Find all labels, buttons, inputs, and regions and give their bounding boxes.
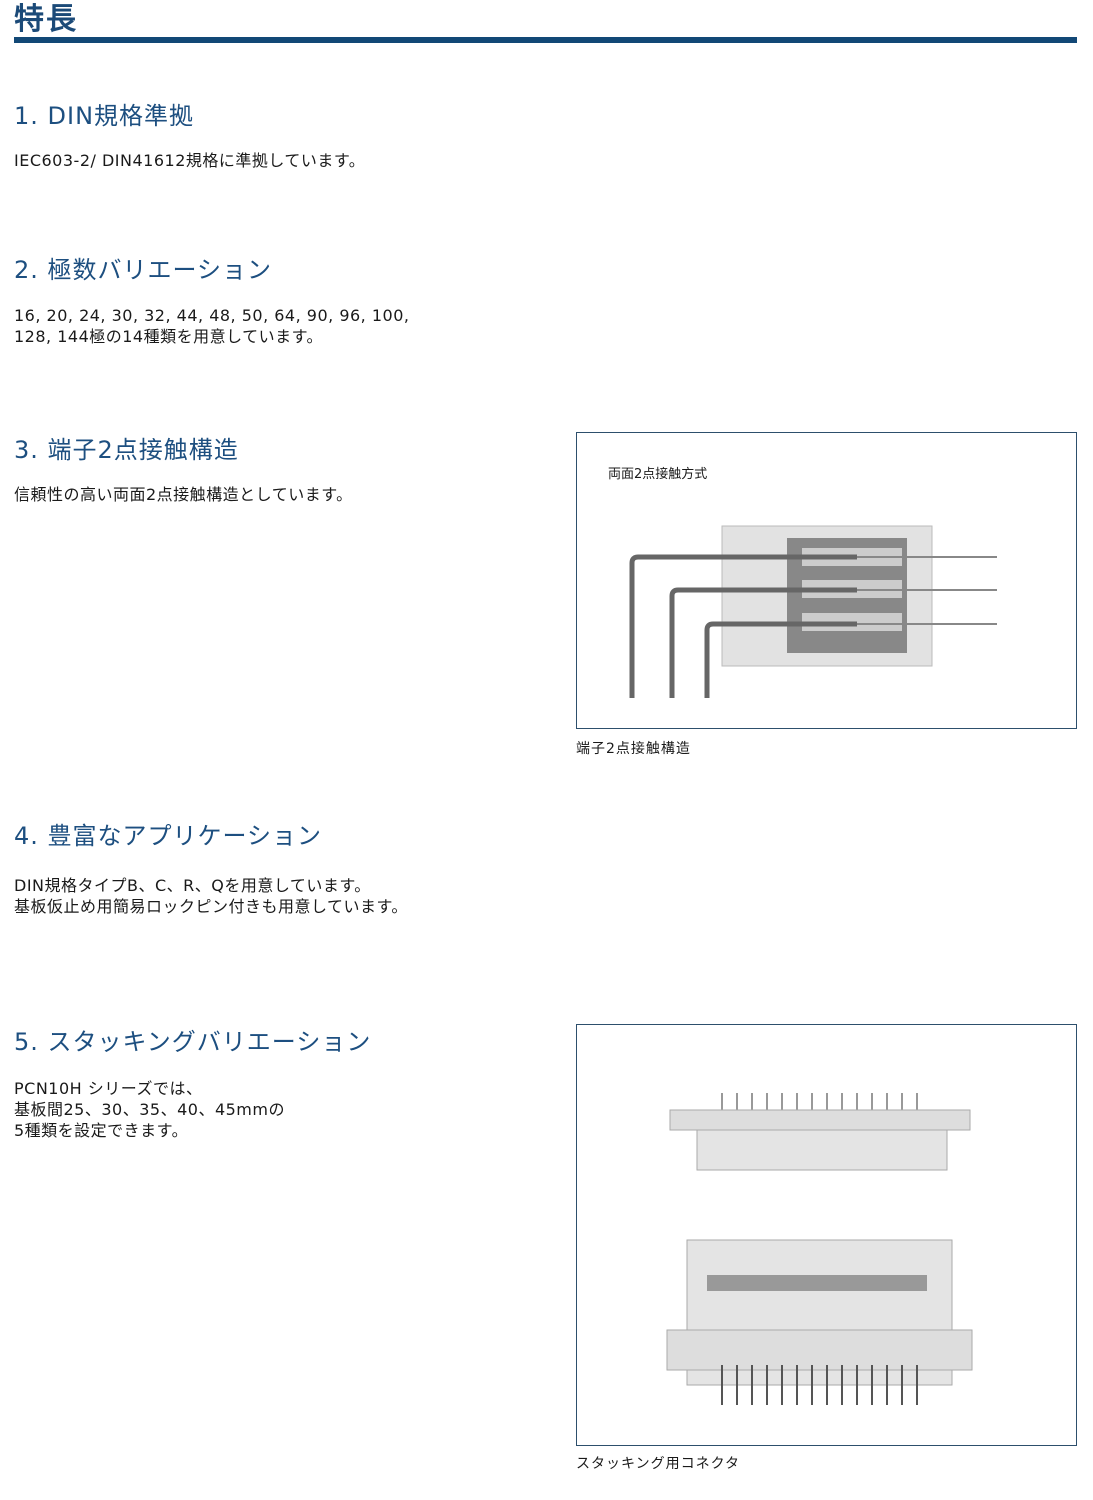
connector-illustration <box>666 1093 973 1405</box>
section-4-heading: 4. 豊富なアプリケーション <box>14 822 323 850</box>
figure-label: 両面2点接触方式 <box>608 467 708 482</box>
section-5-body: PCN10H シリーズでは、 基板間25、30、35、40、45mmの 5種類を… <box>14 1079 285 1140</box>
page-title: 特長 <box>14 2 78 37</box>
figure-2-caption: スタッキング用コネクタ <box>576 1456 741 1472</box>
section-5-heading: 5. スタッキングバリエーション <box>14 1028 372 1056</box>
section-1-body: IEC603-2/ DIN41612規格に準拠しています。 <box>14 151 366 170</box>
section-2-heading: 2. 極数バリエーション <box>14 256 273 284</box>
contact-illustration <box>629 525 997 698</box>
section-4-body: DIN規格タイプB、C、R、Qを用意しています。 基板仮止め用簡易ロックピン付き… <box>14 876 408 916</box>
section-2-body: 16, 20, 24, 30, 32, 44, 48, 50, 64, 90, … <box>14 306 410 346</box>
figure-1-caption: 端子2点接触構造 <box>576 741 691 757</box>
contact-structure-figure: 両面2点接触方式 <box>576 432 1077 729</box>
section-3-body: 信頼性の高い両面2点接触構造としています。 <box>14 485 353 504</box>
title-divider <box>14 37 1077 43</box>
stacking-connector-figure <box>576 1024 1077 1446</box>
section-1-heading: 1. DIN規格準拠 <box>14 102 195 130</box>
section-3-heading: 3. 端子2点接触構造 <box>14 436 239 464</box>
